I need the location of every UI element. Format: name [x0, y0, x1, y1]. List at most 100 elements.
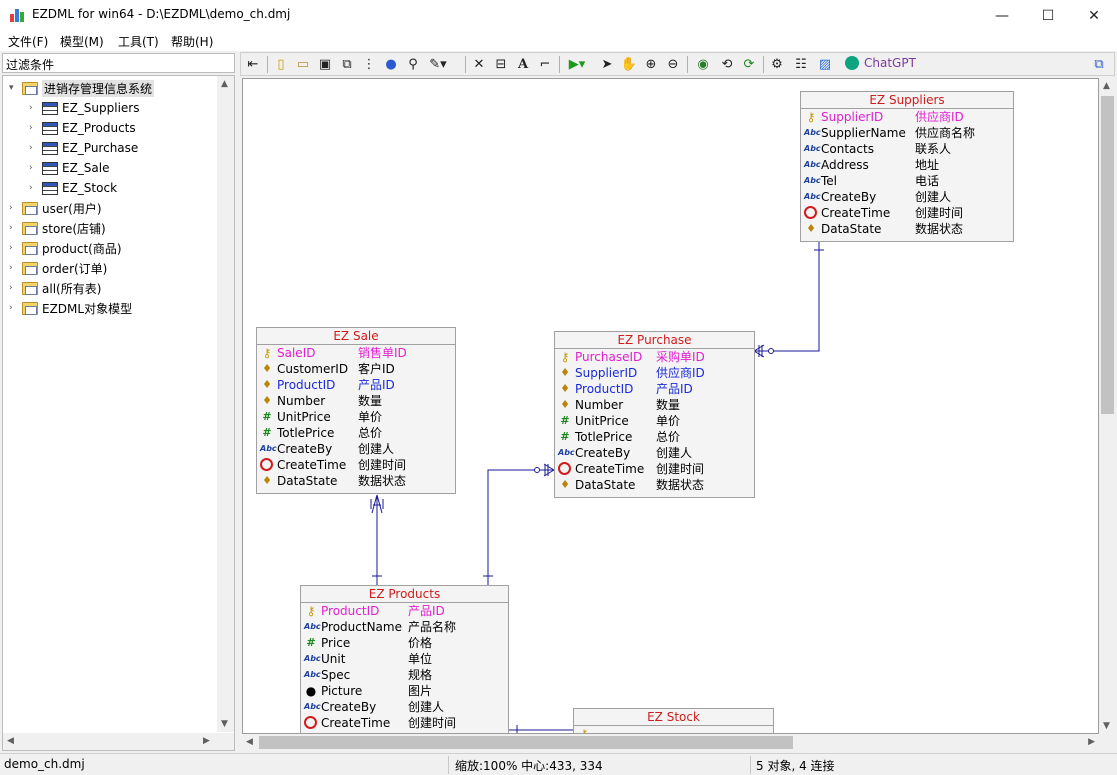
menu-tools[interactable]: 工具(T) [118, 35, 159, 49]
tree-table-item[interactable]: › EZ_Suppliers [29, 98, 140, 118]
tree-table-item[interactable]: › EZ_Stock [29, 178, 117, 198]
tree-folder-item[interactable]: › all(所有表) [9, 278, 101, 298]
tree-folder-item[interactable]: › store(店铺) [9, 218, 106, 238]
hand-icon: ✋ [620, 57, 638, 72]
close-button[interactable]: ✕ [1071, 0, 1117, 31]
scroll-right-icon[interactable]: ▶ [1088, 737, 1095, 747]
canvas-horizontal-scrollbar[interactable]: ◀ ▶ [242, 734, 1099, 751]
save-button[interactable]: ▣ [315, 55, 335, 74]
tree-vertical-scrollbar[interactable]: ▲ ▼ [217, 76, 234, 732]
tree-item-label: EZ_Suppliers [62, 101, 140, 115]
canvas-vertical-scrollbar[interactable]: ▲ ▼ [1099, 78, 1116, 734]
chatgpt-button[interactable]: ChatGPT [845, 56, 916, 70]
image-button[interactable]: ▨ [815, 55, 835, 74]
panel-toggle-button[interactable]: ⇤ [243, 55, 263, 74]
add-text-button[interactable]: A [513, 55, 533, 74]
tree-folder-item[interactable]: › user(用户) [9, 198, 102, 218]
zoom-in-button[interactable]: ⊕ [641, 55, 661, 74]
clock-icon [260, 458, 273, 471]
maximize-button[interactable]: ☐ [1025, 0, 1071, 31]
link-suppliers-purchase [754, 242, 820, 352]
scroll-left-icon[interactable]: ◀ [7, 736, 14, 746]
expand-icon[interactable]: › [9, 243, 13, 253]
minimize-button[interactable]: — [979, 0, 1025, 31]
field-caption: 总价 [358, 426, 383, 440]
menu-model[interactable]: 模型(M) [60, 35, 104, 49]
expand-icon[interactable]: › [29, 123, 33, 133]
brush-button[interactable]: ✎▾ [425, 55, 451, 74]
collapse-icon[interactable]: ▾ [9, 83, 14, 93]
sync-button[interactable]: ⟳ [739, 55, 759, 74]
add-link-button[interactable]: ⌐ [535, 55, 555, 74]
field-caption: 产品ID [656, 382, 693, 396]
tree-item-label: user(用户) [42, 201, 102, 216]
field-name: DataState [821, 222, 882, 236]
tree-folder-item[interactable]: › EZDML对象模型 [9, 298, 132, 318]
expand-icon[interactable]: › [9, 223, 13, 233]
settings-button[interactable]: ⚙ [767, 55, 787, 74]
vertical-scroll-thumb[interactable] [1101, 96, 1114, 414]
copy-button[interactable]: ⧉ [337, 55, 357, 74]
horizontal-scroll-thumb[interactable] [259, 736, 793, 749]
filter-input[interactable]: 过滤条件 [2, 53, 235, 73]
tree-table-item[interactable]: › EZ_Sale [29, 158, 110, 178]
layout-button[interactable]: ⋮ [359, 55, 379, 74]
scroll-up-icon[interactable]: ▲ [1103, 81, 1110, 91]
expand-icon[interactable]: › [9, 263, 13, 273]
globe-button[interactable]: ● [381, 55, 401, 74]
zoom-out-button[interactable]: ⊖ [663, 55, 683, 74]
tree-table-item[interactable]: › EZ_Products [29, 118, 136, 138]
folder-icon [22, 221, 38, 235]
field-name: CreateBy [575, 446, 631, 460]
model-tree[interactable]: ▾ 进销存管理信息系统 › EZ_Suppliers › EZ_Products… [2, 75, 235, 751]
menu-file[interactable]: 文件(F) [8, 35, 49, 49]
pointer-button[interactable]: ➤ [597, 55, 617, 74]
minimize-icon: — [995, 7, 1009, 24]
index-icon: ♦ [262, 378, 272, 391]
hand-button[interactable]: ✋ [619, 55, 639, 74]
scroll-left-icon[interactable]: ◀ [246, 737, 253, 747]
expand-icon[interactable]: › [29, 143, 33, 153]
tree-item-label: EZ_Products [62, 121, 136, 135]
run-button[interactable]: ▶▾ [563, 55, 591, 74]
tree-folder-item[interactable]: › order(订单) [9, 258, 107, 278]
find-button[interactable]: ⚲ [403, 55, 423, 74]
tree-table-item[interactable]: › EZ_Purchase [29, 138, 138, 158]
add-table-button[interactable]: ⊟ [491, 55, 511, 74]
scroll-right-icon[interactable]: ▶ [203, 736, 210, 746]
open-button[interactable]: ▭ [293, 55, 313, 74]
scroll-down-icon[interactable]: ▼ [1103, 721, 1110, 731]
view-button[interactable]: ◉ [693, 55, 713, 74]
expand-icon[interactable]: › [9, 203, 13, 213]
tree-horizontal-scrollbar[interactable]: ◀ ▶ [3, 733, 234, 750]
link-optional-mark [768, 348, 774, 354]
expand-icon[interactable]: › [9, 303, 13, 313]
expand-icon[interactable]: › [29, 163, 33, 173]
field-caption: 产品ID [358, 378, 395, 392]
menu-help[interactable]: 帮助(H) [171, 35, 214, 49]
field-name: UnitPrice [277, 410, 331, 424]
scroll-up-icon[interactable]: ▲ [221, 79, 228, 89]
tree-root[interactable]: ▾ 进销存管理信息系统 [9, 78, 155, 98]
properties-button[interactable]: ☷ [791, 55, 811, 74]
fullscreen-button[interactable]: ⧉ [1089, 55, 1109, 74]
scroll-down-icon[interactable]: ▼ [221, 719, 228, 729]
expand-icon[interactable]: › [9, 283, 13, 293]
expand-icon[interactable]: › [29, 103, 33, 113]
refresh-button[interactable]: ⟲ [717, 55, 737, 74]
expand-icon[interactable]: › [29, 183, 33, 193]
entity-stock[interactable]: EZ Stock ⚷ [573, 708, 774, 733]
delete-button[interactable]: ✕ [469, 55, 489, 74]
tree-folder-item[interactable]: › product(商品) [9, 238, 122, 258]
new-button[interactable]: ▯ [271, 55, 291, 74]
